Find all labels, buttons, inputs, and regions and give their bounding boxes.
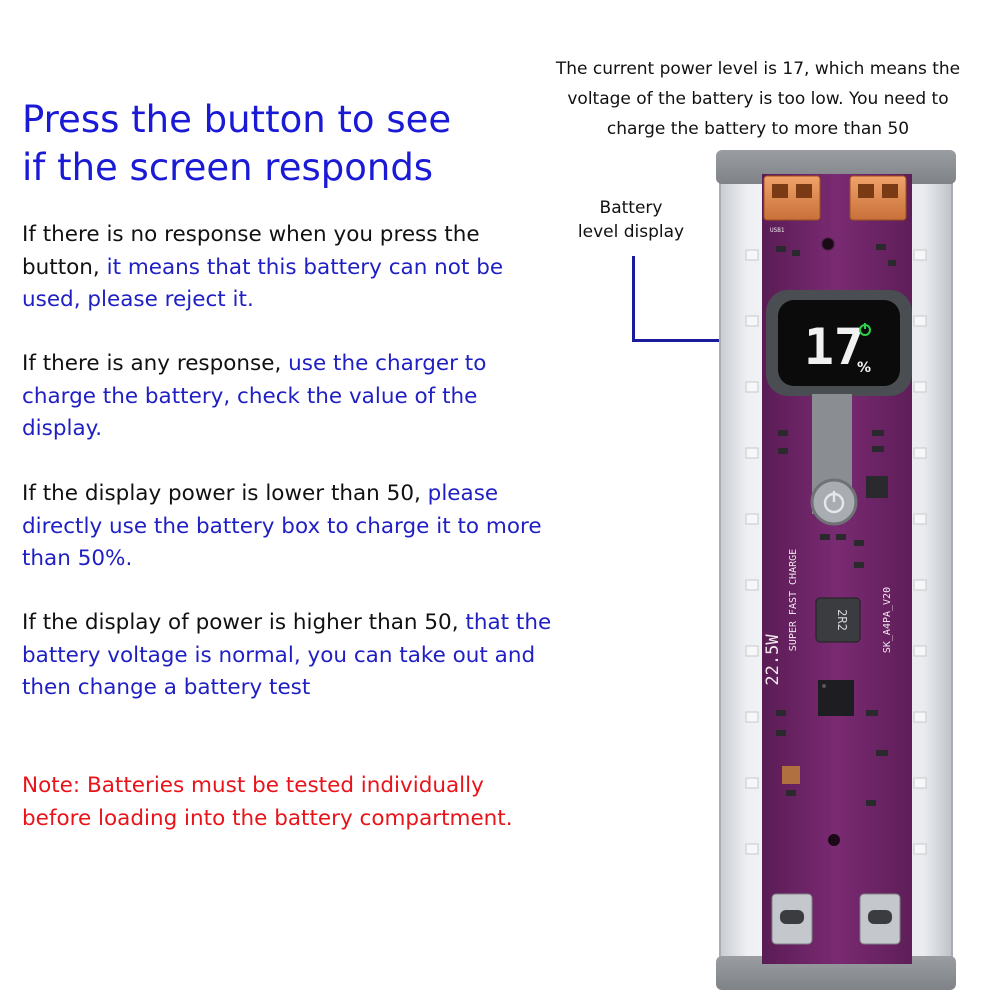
power-symbol-icon: [859, 323, 871, 336]
smd-components: [776, 244, 896, 806]
note-warning: Note: Batteries must be tested individua…: [22, 770, 582, 835]
board-fast-charge: SUPER FAST CHARGE: [788, 549, 799, 651]
mounting-hole-icon: [828, 834, 840, 846]
inductor-label: 2R2: [835, 609, 849, 631]
paragraph-any-response: If there is any response, use the charge…: [22, 348, 562, 446]
side-leds: [745, 249, 927, 855]
usb-a-port-left-icon: [763, 175, 821, 221]
case-bottom-cap: [716, 956, 956, 990]
caption-line-3: charge the battery to more than 50: [606, 119, 910, 139]
paragraph-highlight-text: please directly use the battery box to c…: [22, 481, 542, 571]
callout-leader-vertical: [632, 256, 635, 342]
indicator-led-icon: [821, 237, 835, 251]
note-line-1: Note: Batteries must be tested individua…: [22, 773, 484, 798]
headline-line-2: if the screen responds: [22, 146, 434, 189]
paragraph-highlight-text: it means that this battery can not be us…: [22, 254, 504, 313]
paragraph-highlight-text: use the charger to charge the battery, c…: [22, 351, 487, 441]
board-wattage: 22.5W: [763, 634, 783, 686]
display-value: 17: [804, 318, 864, 376]
paragraph-plain-text: If the display of power is higher than 5…: [22, 610, 466, 635]
paragraph-plain-text: If there is any response,: [22, 351, 289, 376]
paragraph-higher-than-50: If the display of power is higher than 5…: [22, 607, 562, 705]
power-level-caption: The current power level is 17, which mea…: [528, 54, 988, 144]
connector-pad: [782, 766, 800, 784]
headline: Press the button to see if the screen re…: [22, 96, 542, 192]
battery-level-callout: Battery level display: [556, 196, 706, 244]
port-label: USB1: [770, 227, 785, 234]
usb-c-port-right-icon: [859, 893, 901, 945]
callout-line-1: Battery: [599, 198, 663, 218]
paragraph-plain-text: If there is no response when you press t…: [22, 222, 480, 280]
board-model: SK_A4PA_V20: [882, 587, 893, 653]
caption-line-2: voltage of the battery is too low. You n…: [567, 89, 949, 109]
note-line-2: before loading into the battery compartm…: [22, 805, 513, 831]
caption-line-1: The current power level is 17, which mea…: [555, 59, 961, 79]
power-button-icon: [823, 491, 845, 514]
callout-leader-horizontal: [632, 339, 780, 342]
display-screen: [778, 300, 900, 386]
paragraph-no-response: If there is no response when you press t…: [22, 219, 562, 317]
usb-c-port-left-icon: [771, 893, 813, 945]
display-unit: %: [857, 360, 871, 376]
paragraph-plain-text: If the display power is lower than 50,: [22, 481, 428, 506]
callout-line-2: level display: [577, 222, 685, 242]
headline-line-1: Press the button to see: [22, 98, 452, 141]
inductor: [815, 597, 861, 643]
paragraph-highlight-text: that the battery voltage is normal, you …: [22, 610, 552, 700]
paragraph-lower-than-50: If the display power is lower than 50, p…: [22, 478, 562, 576]
power-bank-device: 17 % 2R2 22.5W SUPER FAST CHARGE SK_A4PA…: [716, 150, 956, 990]
usb-a-port-right-icon: [849, 175, 907, 221]
